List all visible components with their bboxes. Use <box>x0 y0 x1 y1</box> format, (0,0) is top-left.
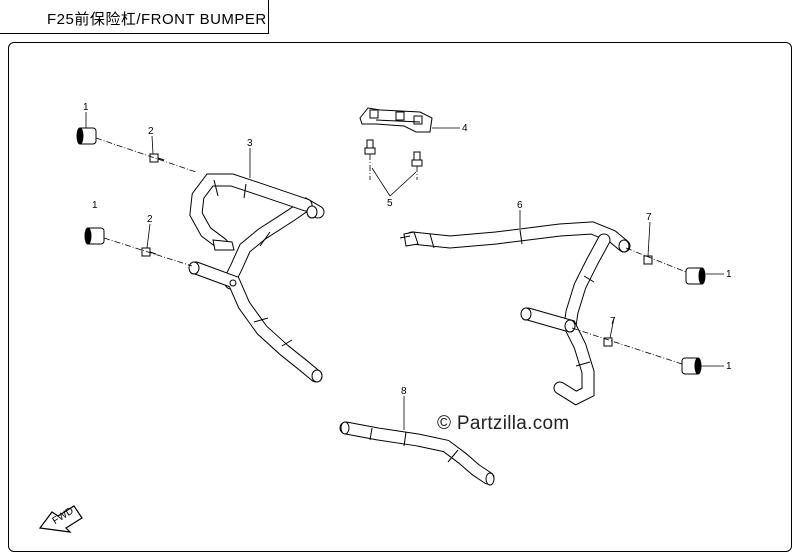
callout-6: 6 <box>517 200 523 211</box>
assembly-center-lines <box>95 137 687 365</box>
lower-bar-part-8[interactable] <box>339 421 495 486</box>
bumper-left-part-3[interactable] <box>188 173 325 383</box>
callout-5: 5 <box>387 198 393 209</box>
callout-1-c: 1 <box>726 269 732 280</box>
title-box: F25前保险杠/FRONT BUMPER <box>0 0 269 34</box>
callout-7-b: 7 <box>610 316 616 327</box>
end-cap-part-1-b[interactable] <box>84 227 105 245</box>
callout-1-a: 1 <box>83 102 89 113</box>
end-cap-part-1-a[interactable] <box>76 127 97 145</box>
bumper-right-part-6[interactable] <box>399 221 631 406</box>
callout-leader-lines <box>85 112 724 430</box>
callout-2-a: 2 <box>148 126 154 137</box>
bolt-part-2-a[interactable] <box>149 153 165 163</box>
fwd-direction-arrow <box>38 505 83 533</box>
callout-3: 3 <box>247 138 253 149</box>
bolt-part-2-b[interactable] <box>141 247 157 257</box>
end-cap-part-1-c[interactable] <box>685 267 706 285</box>
callout-4: 4 <box>462 123 468 134</box>
end-cap-part-1-d[interactable] <box>681 357 702 375</box>
bracket-plate-part-4[interactable] <box>359 107 433 133</box>
callout-7-a: 7 <box>646 212 652 223</box>
watermark-text: © Partzilla.com <box>437 413 570 434</box>
bolt-pair-part-5[interactable] <box>364 139 423 167</box>
callout-1-b: 1 <box>92 200 98 211</box>
callout-1-d: 1 <box>726 361 732 372</box>
callout-2-b: 2 <box>147 214 153 225</box>
diagram-frame <box>8 42 792 552</box>
bolt-part-7-b[interactable] <box>603 337 613 347</box>
callout-8: 8 <box>401 386 407 397</box>
diagram-title: F25前保险杠/FRONT BUMPER <box>47 11 267 28</box>
callout-numbers: 1 2 3 1 2 4 5 6 7 1 7 1 8 FWD <box>51 102 732 527</box>
